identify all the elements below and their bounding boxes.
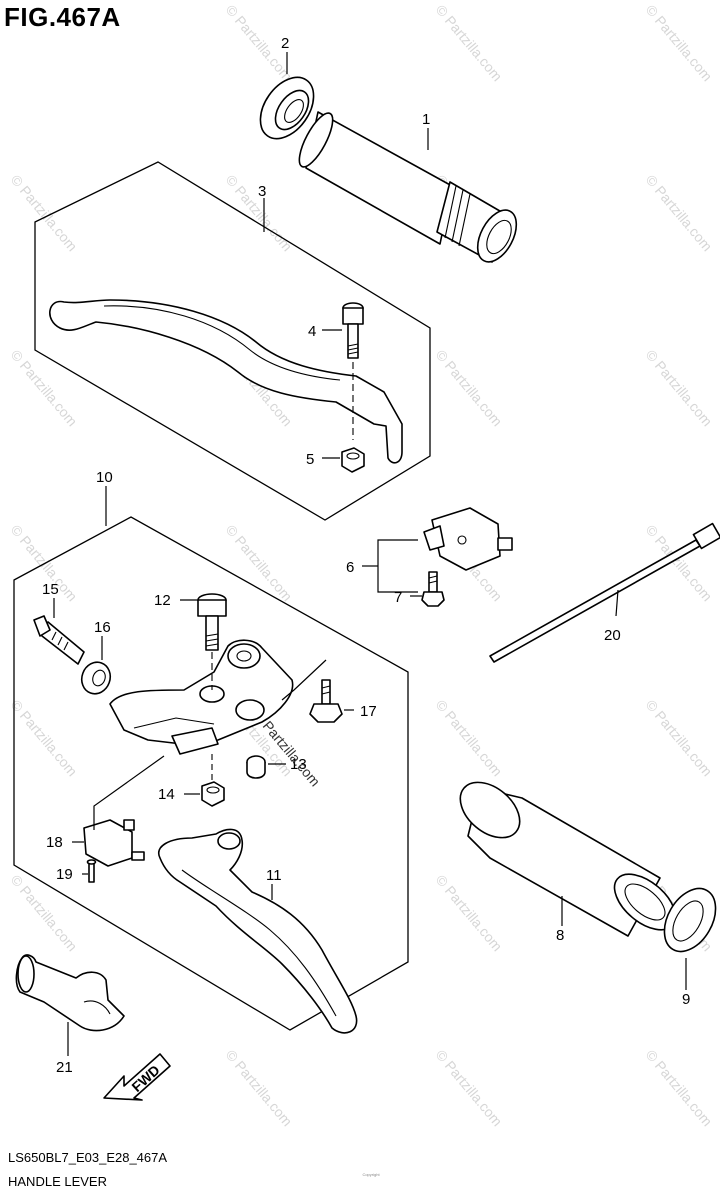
callout-19: 19 — [56, 866, 73, 883]
figure-title: FIG.467A — [4, 2, 121, 32]
callouts: 1 2 3 4 5 6 7 8 9 10 11 12 13 14 15 16 1… — [42, 35, 690, 1076]
callout-11: 11 — [266, 867, 282, 884]
leader-lines — [53, 52, 687, 1056]
bushing-part-13[interactable] — [246, 755, 266, 779]
callout-12: 12 — [154, 592, 171, 609]
partzilla-watermark: © Partzilla.com — [8, 697, 81, 780]
callout-14: 14 — [158, 786, 175, 803]
brake-switch-part-18[interactable] — [83, 819, 145, 867]
callout-4: 4 — [308, 323, 316, 340]
callout-6: 6 — [346, 559, 354, 576]
lever-holder-part-10[interactable] — [109, 639, 294, 755]
callout-5: 5 — [306, 451, 314, 468]
grip-part-8[interactable] — [450, 771, 686, 940]
partzilla-watermark: © Partzilla.com — [223, 1047, 296, 1130]
copyright-note: Copyright — [362, 1172, 380, 1177]
callout-7: 7 — [394, 589, 402, 606]
partzilla-watermark: © Partzilla.com — [223, 522, 296, 605]
end-cap-part-2[interactable] — [249, 68, 324, 149]
partzilla-watermark: © Partzilla.com — [8, 347, 81, 430]
callout-17: 17 — [360, 703, 377, 720]
callout-10: 10 — [96, 469, 113, 486]
partzilla-watermark: © Partzilla.com — [8, 872, 81, 955]
partzilla-watermark: © Partzilla.com — [433, 872, 506, 955]
callout-15: 15 — [42, 581, 59, 598]
callout-2: 2 — [281, 35, 289, 52]
cable-tie-part-20[interactable] — [489, 522, 720, 663]
brake-lever-part-11[interactable] — [157, 828, 358, 1034]
clutch-lever-assembly-frame — [34, 161, 431, 521]
partzilla-watermark: © Partzilla.com — [433, 2, 506, 85]
partzilla-watermark: © Partzilla.com — [8, 172, 81, 255]
callout-13: 13 — [290, 756, 307, 773]
figure-name: HANDLE LEVER — [8, 1174, 107, 1189]
clutch-switch-part-6[interactable] — [423, 507, 513, 571]
bolt-part-17[interactable] — [281, 659, 343, 723]
screw-part-19[interactable] — [86, 859, 97, 883]
partzilla-watermark: © Partzilla.com — [643, 347, 716, 430]
callout-20: 20 — [604, 627, 621, 644]
callout-9: 9 — [682, 991, 690, 1008]
partzilla-watermark: © Partzilla.com — [643, 1047, 716, 1130]
partzilla-watermark: © Partzilla.com — [643, 697, 716, 780]
callout-3: 3 — [258, 183, 266, 200]
fwd-arrow-icon: FWD — [103, 1053, 171, 1101]
partzilla-watermark: © Partzilla.com — [433, 347, 506, 430]
callout-21: 21 — [56, 1059, 73, 1076]
partzilla-watermark: © Partzilla.com — [643, 2, 716, 85]
figure-code: LS650BL7_E03_E28_467A — [8, 1150, 168, 1165]
adjuster-bolt-part-15[interactable] — [33, 615, 85, 665]
pivot-bolt-part-4[interactable] — [342, 302, 364, 440]
grip-part-1[interactable] — [293, 109, 524, 268]
lock-nut-part-16[interactable] — [77, 658, 114, 698]
nut-part-5[interactable] — [341, 447, 365, 473]
partzilla-watermark: © Partzilla.com — [643, 172, 716, 255]
callout-16: 16 — [94, 619, 111, 636]
callout-1: 1 — [422, 111, 430, 128]
callout-8: 8 — [556, 927, 564, 944]
partzilla-watermark: © Partzilla.com — [433, 697, 506, 780]
end-cap-part-9[interactable] — [654, 880, 720, 961]
callout-18: 18 — [46, 834, 63, 851]
lever-boot-part-21[interactable] — [15, 954, 125, 1032]
screw-part-7[interactable] — [421, 571, 445, 607]
clutch-lever-part-3[interactable] — [49, 299, 403, 464]
brake-lever-assembly-frame — [13, 516, 409, 1031]
partzilla-watermark: © Partzilla.com — [433, 1047, 506, 1130]
nut-part-14[interactable] — [201, 754, 225, 807]
